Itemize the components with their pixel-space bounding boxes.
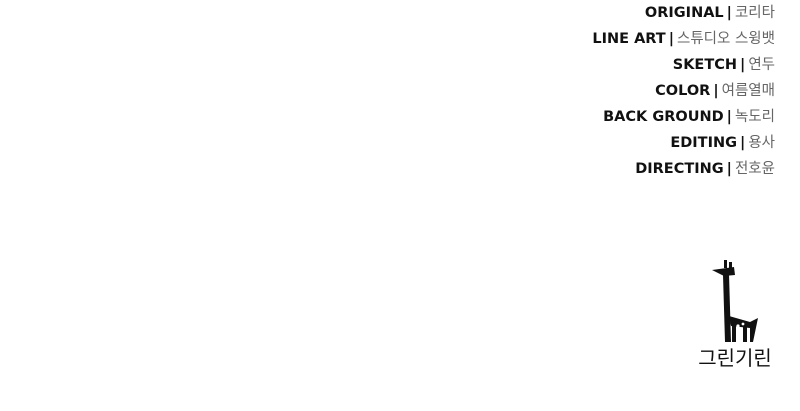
credit-role: LINE ART xyxy=(592,31,666,47)
credit-separator: | xyxy=(726,5,732,21)
credit-separator: | xyxy=(740,57,746,73)
credit-name: 전호윤 xyxy=(734,161,775,177)
credit-separator: | xyxy=(713,83,719,99)
credit-role: ORIGINAL xyxy=(644,5,724,21)
credit-separator: | xyxy=(668,31,674,47)
credit-directing: DIRECTING|전호윤 xyxy=(592,156,775,182)
credit-name: 여름열매 xyxy=(721,83,775,99)
credit-original: ORIGINAL|코리타 xyxy=(592,0,775,26)
credit-editing: EDITING|용사 xyxy=(592,130,775,156)
credit-name: 녹도리 xyxy=(734,109,775,125)
credit-role: COLOR xyxy=(655,83,711,99)
credit-separator: | xyxy=(726,109,732,125)
logo-wordmark: 그린기린 xyxy=(698,346,772,370)
credit-name: 연두 xyxy=(748,57,775,73)
credit-name: 용사 xyxy=(748,135,775,151)
credit-role: SKETCH xyxy=(672,57,738,73)
credit-role: DIRECTING xyxy=(635,161,724,177)
credit-name: 스튜디오 스윙뱃 xyxy=(677,31,775,47)
credit-line-art: LINE ART|스튜디오 스윙뱃 xyxy=(592,26,775,52)
credits-list: ORIGINAL|코리타 LINE ART|스튜디오 스윙뱃 SKETCH|연두… xyxy=(592,0,775,182)
publisher-logo: 그린기린 xyxy=(690,258,780,378)
credit-color: COLOR|여름열매 xyxy=(592,78,775,104)
credit-separator: | xyxy=(726,161,732,177)
credit-sketch: SKETCH|연두 xyxy=(592,52,775,78)
credit-name: 코리타 xyxy=(734,5,775,21)
giraffe-icon xyxy=(712,260,758,342)
credit-role: EDITING xyxy=(670,135,738,151)
credit-separator: | xyxy=(740,135,746,151)
credit-role: BACK GROUND xyxy=(603,109,724,125)
credit-background: BACK GROUND|녹도리 xyxy=(592,104,775,130)
